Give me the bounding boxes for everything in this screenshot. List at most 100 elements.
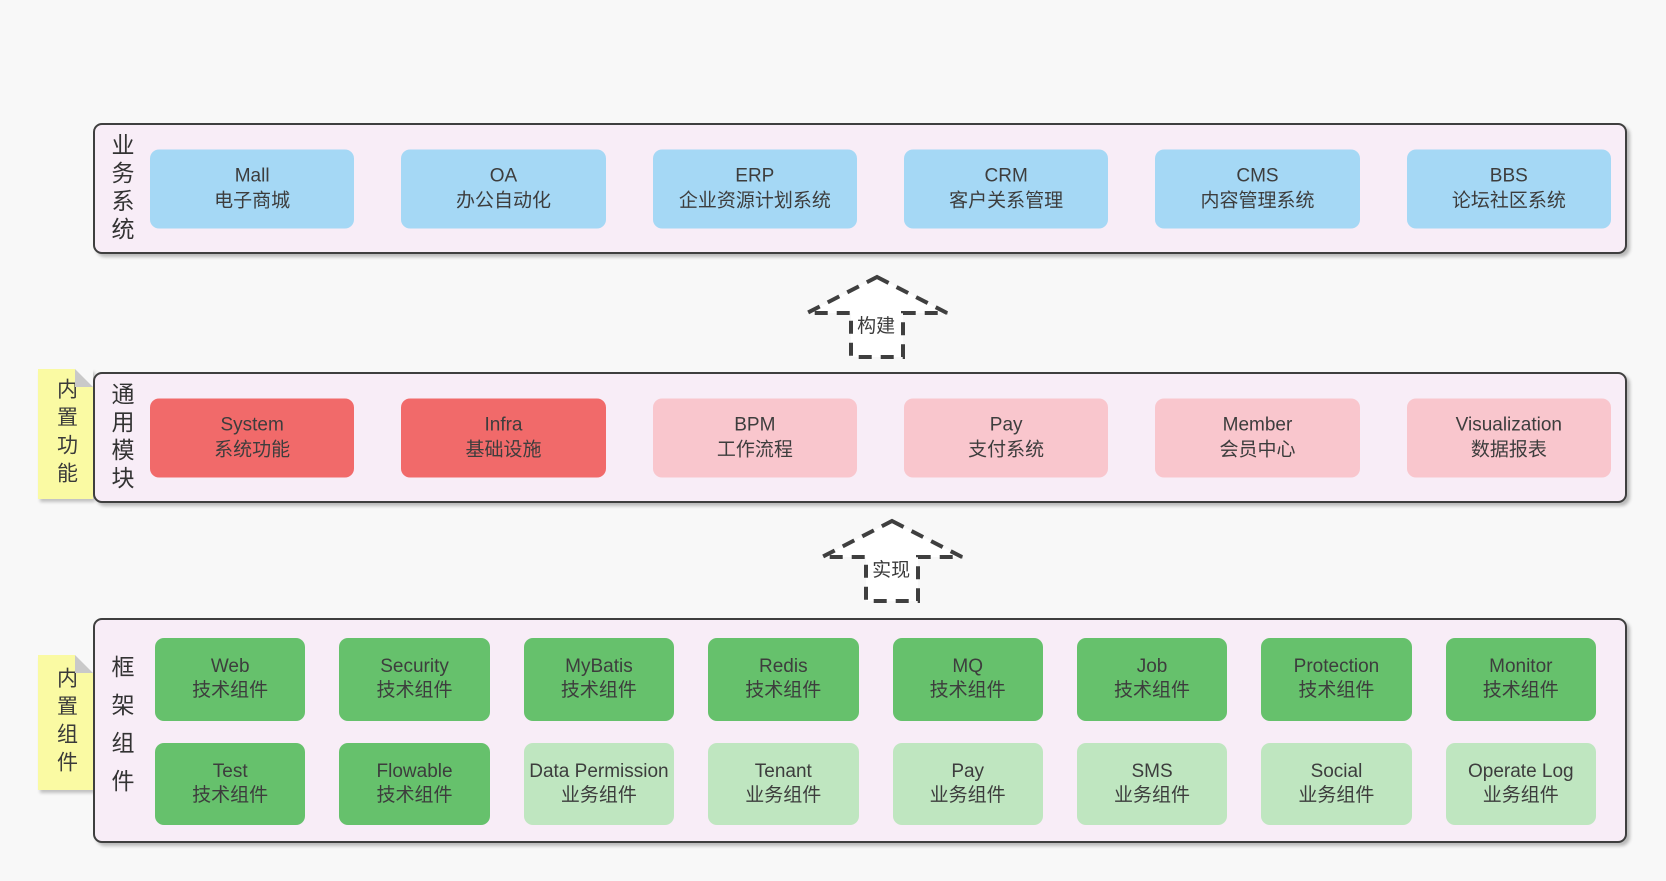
- box-title: Test: [212, 760, 248, 782]
- box-title: Mall: [234, 165, 270, 187]
- box-title: Security: [380, 656, 449, 678]
- box-subtitle: 业务组件: [929, 784, 1006, 806]
- sticky-label: 内置组件: [54, 666, 78, 779]
- box-pay-component: Pay 业务组件: [892, 742, 1043, 825]
- band-label-common-modules: 通用模块: [108, 381, 134, 494]
- box-subtitle: 技术组件: [192, 784, 269, 806]
- box-title: Data Permission: [529, 760, 669, 782]
- box-visualization: Visualization 数据报表: [1406, 398, 1611, 477]
- box-tenant-component: Tenant 业务组件: [708, 742, 859, 825]
- box-subtitle: 技术组件: [376, 784, 453, 806]
- box-oa: OA 办公自动化: [401, 149, 606, 228]
- box-title: System: [220, 414, 284, 436]
- box-pay-module: Pay 支付系统: [903, 398, 1109, 477]
- box-subtitle: 电子商城: [214, 190, 291, 212]
- box-redis-component: Redis 技术组件: [708, 638, 859, 721]
- box-title: Visualization: [1455, 414, 1562, 436]
- box-subtitle: 业务组件: [1298, 784, 1375, 806]
- box-subtitle: 业务组件: [1114, 784, 1191, 806]
- box-subtitle: 技术组件: [745, 680, 822, 702]
- box-subtitle: 办公自动化: [455, 190, 551, 212]
- arrow-build: 构建: [802, 274, 952, 360]
- box-title: ERP: [735, 165, 775, 187]
- box-bpm: BPM 工作流程: [652, 398, 857, 477]
- band-business-systems: 业务系统 Mall 电子商城 OA 办公自动化 ERP 企业资源计划系统 CRM…: [93, 123, 1627, 254]
- box-subtitle: 技术组件: [376, 680, 453, 702]
- box-subtitle: 技术组件: [929, 680, 1006, 702]
- box-data-permission-component: Data Permission 业务组件: [523, 742, 675, 825]
- box-subtitle: 技术组件: [1298, 680, 1375, 702]
- box-subtitle: 业务组件: [1482, 784, 1559, 806]
- sticky-built-in-components: 内置组件: [38, 655, 93, 790]
- box-security-component: Security 技术组件: [339, 638, 490, 721]
- box-title: MyBatis: [565, 656, 633, 678]
- box-subtitle: 论坛社区系统: [1451, 190, 1566, 212]
- box-title: Job: [1136, 656, 1168, 678]
- box-sms-component: SMS 业务组件: [1076, 742, 1228, 825]
- box-subtitle: 技术组件: [560, 680, 637, 702]
- box-erp: ERP 企业资源计划系统: [652, 149, 857, 228]
- component-boxes: Web 技术组件 Security 技术组件 MyBatis 技术组件 Redi…: [155, 638, 1596, 825]
- box-subtitle: 技术组件: [1482, 680, 1559, 702]
- box-bbs: BBS 论坛社区系统: [1406, 149, 1611, 228]
- arrow-implement: 实现: [817, 518, 967, 604]
- box-title: Member: [1222, 414, 1293, 436]
- box-title: Infra: [484, 414, 523, 436]
- box-test-component: Test 技术组件: [155, 742, 306, 825]
- box-subtitle: 会员中心: [1219, 439, 1296, 461]
- box-subtitle: 内容管理系统: [1200, 190, 1315, 212]
- band-label-business-systems: 业务系统: [108, 132, 134, 245]
- module-boxes: System 系统功能 Infra 基础设施 BPM 工作流程 Pay 支付系统…: [150, 398, 1611, 477]
- box-title: Protection: [1293, 656, 1380, 678]
- box-title: Monitor: [1489, 656, 1553, 678]
- box-title: MQ: [952, 656, 983, 678]
- box-cms: CMS 内容管理系统: [1155, 149, 1360, 228]
- arrow-implement-label: 实现: [869, 554, 914, 583]
- box-infra: Infra 基础设施: [401, 398, 606, 477]
- box-subtitle: 支付系统: [968, 439, 1045, 461]
- box-title: SMS: [1131, 760, 1173, 782]
- box-flowable-component: Flowable 技术组件: [339, 742, 490, 825]
- box-subtitle: 基础设施: [465, 439, 542, 461]
- box-title: Redis: [759, 656, 808, 678]
- box-operate-log-component: Operate Log 业务组件: [1445, 742, 1596, 825]
- box-title: BPM: [734, 414, 776, 436]
- box-subtitle: 技术组件: [1114, 680, 1191, 702]
- box-subtitle: 业务组件: [560, 784, 637, 806]
- box-title: Operate Log: [1467, 760, 1574, 782]
- box-member: Member 会员中心: [1155, 398, 1360, 477]
- business-boxes: Mall 电子商城 OA 办公自动化 ERP 企业资源计划系统 CRM 客户关系…: [150, 149, 1611, 228]
- box-mall: Mall 电子商城: [150, 149, 355, 228]
- box-mybatis-component: MyBatis 技术组件: [523, 638, 675, 721]
- box-title: Web: [210, 656, 250, 678]
- box-system: System 系统功能: [150, 398, 355, 477]
- box-mq-component: MQ 技术组件: [892, 638, 1043, 721]
- box-protection-component: Protection 技术组件: [1261, 638, 1412, 721]
- box-title: CRM: [984, 165, 1028, 187]
- box-subtitle: 技术组件: [192, 680, 269, 702]
- sticky-built-in-features: 内置功能: [38, 369, 93, 499]
- box-subtitle: 业务组件: [745, 784, 822, 806]
- band-framework-components: 框架组件 Web 技术组件 Security 技术组件 MyBatis 技术组件…: [93, 618, 1627, 843]
- band-label-framework-components: 框架组件: [108, 654, 134, 807]
- band-common-modules: 通用模块 System 系统功能 Infra 基础设施 BPM 工作流程 Pay…: [93, 372, 1627, 503]
- box-title: Flowable: [376, 760, 453, 782]
- box-title: BBS: [1489, 165, 1528, 187]
- box-title: OA: [489, 165, 518, 187]
- box-subtitle: 数据报表: [1470, 439, 1547, 461]
- box-title: Pay: [951, 760, 985, 782]
- box-subtitle: 系统功能: [214, 439, 291, 461]
- box-title: Pay: [989, 414, 1023, 436]
- box-crm: CRM 客户关系管理: [903, 149, 1109, 228]
- box-subtitle: 客户关系管理: [949, 190, 1064, 212]
- sticky-label: 内置功能: [54, 378, 78, 490]
- box-subtitle: 工作流程: [716, 439, 793, 461]
- box-social-component: Social 业务组件: [1261, 742, 1412, 825]
- arrow-build-label: 构建: [854, 310, 899, 339]
- box-title: CMS: [1236, 165, 1279, 187]
- box-job-component: Job 技术组件: [1076, 638, 1228, 721]
- box-subtitle: 企业资源计划系统: [678, 190, 831, 212]
- box-title: Tenant: [754, 760, 812, 782]
- box-web-component: Web 技术组件: [155, 638, 306, 721]
